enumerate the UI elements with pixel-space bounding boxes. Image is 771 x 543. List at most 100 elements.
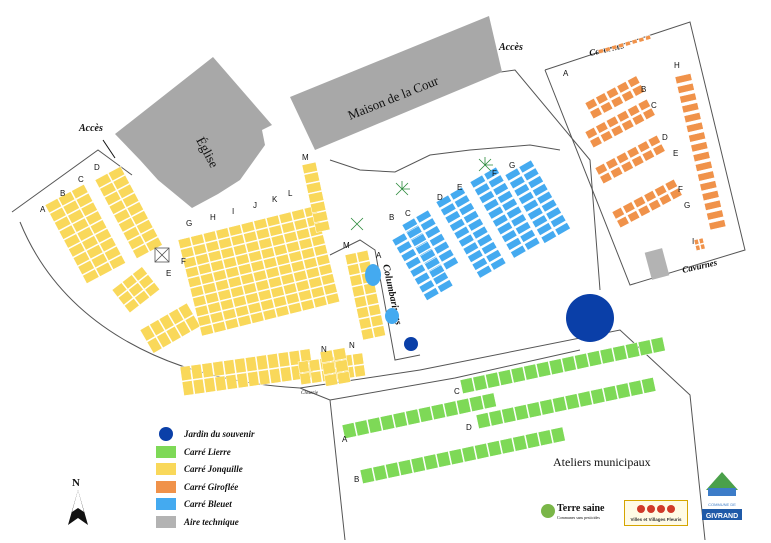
plot [703,199,722,211]
plot [197,262,212,275]
lierre-letter: B [354,475,359,484]
jonquille-curve-2 [139,302,201,354]
jonquille-letter: M [302,153,309,162]
plot [637,140,651,153]
plot [561,355,577,373]
jonquille-a-c [44,184,126,284]
bleuet-c [401,209,459,279]
plot [257,288,273,302]
plot [202,230,218,243]
plot [209,311,225,324]
plot [149,319,166,337]
jonquille-letter: M [343,241,350,250]
plot [420,217,437,232]
plot-groups [44,34,727,484]
plot [461,445,477,463]
plot [158,313,175,331]
plot [44,198,62,214]
plot [577,390,593,408]
plot [550,426,566,444]
plot [442,256,459,271]
jonquille-letter: D [94,163,100,172]
jonquille-letter: B [60,189,65,198]
plot [650,336,666,354]
plot [615,382,631,400]
plot [625,342,641,359]
plot [396,240,413,255]
plot [215,279,230,292]
jonquille-letter: N [321,345,327,354]
plot [253,217,268,231]
plot [181,380,195,397]
plot [334,359,349,373]
plot [352,352,365,366]
plot [523,363,539,381]
plot [121,274,138,290]
plot [518,191,535,205]
plot [430,403,446,421]
legend-label: Carré Jonquille [184,464,243,474]
plot [602,385,619,402]
plot [308,358,321,372]
plot [541,198,558,213]
plot [179,365,193,382]
plot [219,298,235,311]
plot [298,237,313,250]
plot [138,274,154,290]
plot [210,259,225,272]
plot [99,236,117,253]
plot [230,233,245,247]
plot [512,434,528,452]
plot [275,305,290,318]
plot [501,406,517,424]
plot [136,219,154,235]
plot [190,233,205,246]
jonquille-m-top [301,161,331,233]
plot [641,149,655,162]
plot [456,397,472,415]
plot [312,210,329,224]
giroflee-letter: C [651,101,657,110]
plot [405,256,422,270]
plot [132,243,150,259]
jonquille-curve-1 [111,266,161,314]
plot [63,233,81,249]
plot [492,182,509,196]
plot [453,225,470,240]
plot [305,181,323,194]
plot [297,360,310,374]
plot [175,320,192,338]
plot [505,237,522,251]
plot [118,217,136,233]
plot [90,252,109,269]
plot [370,314,384,328]
plot [490,256,507,271]
plot [281,221,296,234]
plot [372,464,388,482]
plot [156,331,173,349]
plot [440,202,457,217]
plot [510,213,527,228]
bleuet-letter: F [492,169,497,178]
plot [509,175,526,190]
plot [255,354,269,371]
plot [536,190,553,205]
plot [611,206,625,220]
plot [258,369,271,386]
bleuet-letter: G [509,161,515,170]
plot [108,254,126,270]
plot [610,124,624,137]
plot [527,206,544,221]
plot [485,249,502,263]
plot [270,234,286,247]
plot [685,121,704,133]
plot [540,230,557,244]
plot [599,130,614,143]
plot [701,190,720,202]
plot [356,249,370,263]
lierre-letter: D [466,423,472,432]
plot [245,240,261,253]
plot [510,244,527,259]
plot [296,227,311,241]
plot [182,256,197,269]
